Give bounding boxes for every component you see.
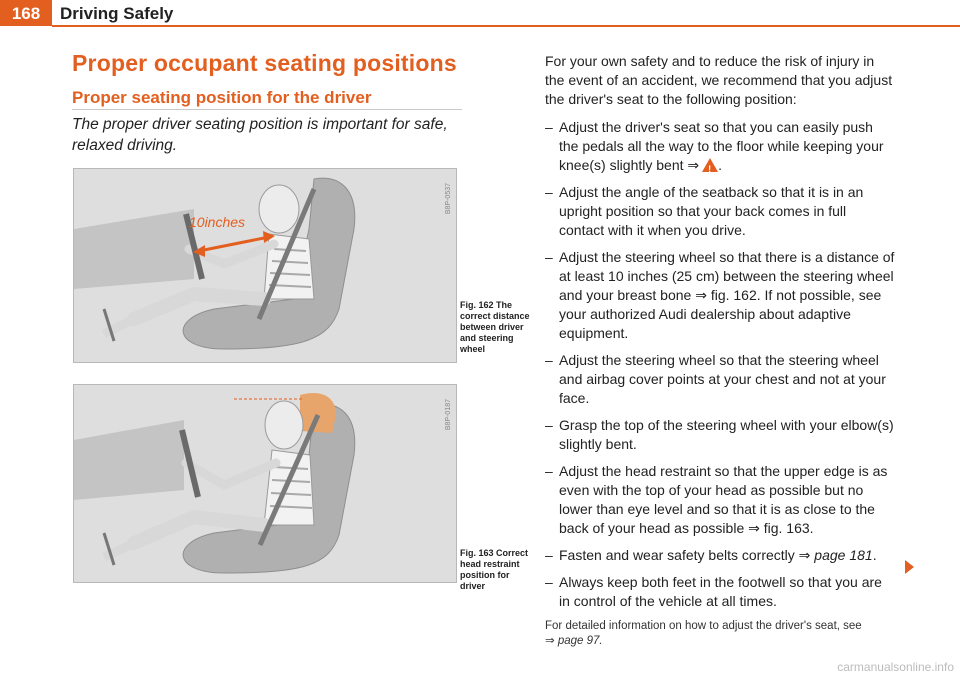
note-text: For detailed information on how to adjus… [545,619,895,649]
page-number: 168 [0,0,52,26]
list-item-text: Adjust the steering wheel so that there … [559,249,895,341]
figure-163-caption: Fig. 163 Correct head restraint position… [460,548,535,592]
figure-162-illustration: 10inches B8P-0537 [73,168,457,363]
lead-paragraph: For your own safety and to reduce the ri… [545,53,893,107]
page-link[interactable]: page 181 [814,547,873,563]
note-body: For detailed information on how to adjus… [545,620,862,632]
header-rule [52,25,960,27]
list-item: –Adjust the angle of the seatback so tha… [545,184,864,238]
distance-label: 10inches [189,214,245,230]
body-text: For your own safety and to reduce the ri… [545,52,895,649]
list-item-text: Fasten and wear safety belts correctly ⇒ [559,547,815,563]
warning-icon[interactable] [702,158,719,179]
list-item: –Adjust the head restraint so that the u… [545,463,888,536]
list-item-text: Adjust the driver's seat so that you can… [559,119,884,173]
note-link[interactable]: ⇒ page 97. [545,635,603,647]
driver-steering-distance-drawing: 10inches [74,169,456,362]
figure-163-illustration: B8P-0187 [73,384,457,583]
caption-number: Fig. 163 [460,548,494,558]
running-header: Driving Safely [60,4,174,23]
caption-text: Correct head restraint position for driv… [460,548,529,591]
continue-arrow-icon [905,560,914,574]
list-item: –Fasten and wear safety belts correctly … [545,547,877,563]
list-item-text: Adjust the head restraint so that the up… [559,463,888,536]
watermark: carmanualsonline.info [837,660,954,674]
caption-number: Fig. 162 [460,300,494,310]
head-restraint-drawing [74,385,456,582]
section-title: Proper occupant seating positions [72,50,457,76]
caption-text: The correct distance between driver and … [460,300,530,354]
list-item-text: Adjust the steering wheel so that the st… [559,352,886,406]
subsection-title: Proper seating position for the driver [72,88,372,107]
list-item-text: Always keep both feet in the footwell so… [559,574,882,609]
list-item: –Adjust the driver's seat so that you ca… [545,118,895,179]
figure-code: B8P-0187 [445,399,452,431]
list-item-text: Adjust the angle of the seatback so that… [559,184,864,238]
list-item: –Adjust the steering wheel so that there… [545,249,895,341]
list-item: –Adjust the steering wheel so that the s… [545,352,886,406]
list-item: –Always keep both feet in the footwell s… [545,574,882,609]
figure-162-caption: Fig. 162 The correct distance between dr… [460,300,535,355]
list-item-text: Grasp the top of the steering wheel with… [559,417,894,452]
list-item: –Grasp the top of the steering wheel wit… [545,417,894,452]
subsection-rule [72,109,462,110]
figure-code: B8P-0537 [445,183,452,215]
intro-text: The proper driver seating position is im… [72,116,448,154]
